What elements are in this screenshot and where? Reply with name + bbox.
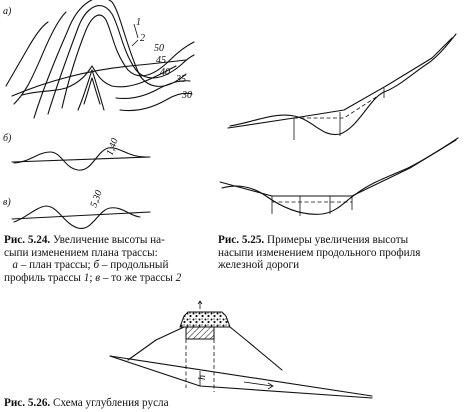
fig526-caption-title: Рис. 5.26. [4,397,51,409]
fig526-ballast-prism [179,311,231,328]
fig525-upper-dashed-line [294,91,385,119]
fig525-caption-line3: железной дороги [218,259,300,272]
fig526-top-arrowhead [197,300,203,305]
contour-line-35 [13,11,191,105]
contour-label-40: 40 [160,67,170,78]
fig524-caption-line4b: ; [89,271,96,284]
profile-c-ground-line [13,205,141,229]
hill-spur-contour [77,69,105,111]
route-2-leader [131,39,139,47]
fig524-caption-c-key: в [95,271,101,284]
fig524-caption-b-key: б [93,259,100,272]
contour-label-50: 50 [154,43,164,54]
fig526-culvert [185,326,215,340]
route-1-line [11,59,187,97]
fig524-caption-line1: Увеличение высоты на- [50,234,165,246]
fig524-caption-title: Рис. 5.24. [4,234,51,246]
route-1-leader [133,23,139,39]
fig524-caption: Рис. 5.24. Увеличение высоты на- сыпи из… [4,234,200,284]
profile-c-height-label: 5,30 [88,189,104,209]
profile-b-ground-line [13,147,149,171]
fig524-caption-c-text: – то же трассы [100,271,176,284]
fig525-profile-upper [227,33,457,140]
panel-a-label: а) [3,6,12,17]
fig524-caption-route1: 1 [83,271,90,284]
fig525-caption-title: Рис. 5.25. [218,234,265,246]
fig525-lower-grade-line [219,139,457,197]
route-2-label: 2 [140,33,145,44]
fig526-caption: Рис. 5.26. Схема углубления русла [4,397,304,410]
fig525-profile-lower [219,137,459,216]
fig526-flow-arrow [243,381,273,387]
fig526-depth-label: h [197,375,208,380]
hill-spur-contour-inner [83,77,101,105]
contour-label-35: 35 [175,74,186,85]
fig524-caption-line2: сыпи изменением плана трассы: [4,246,158,259]
contour-label-30: 30 [181,90,192,101]
contour-line-50 [61,14,195,109]
contour-label-45: 45 [156,55,166,66]
fig524-caption-a-text: – план трассы; [17,259,94,272]
fig526-caption-text: Схема углубления русла [50,397,169,409]
panel-b-label: б) [3,133,12,144]
fig524-caption-a-key: а [12,259,18,272]
profile-b-grade-line [11,156,151,163]
profile-b-height-label: 1,40 [104,137,120,157]
fig524-plan: а) 1 2 50 45 40 35 30 [3,0,195,119]
fig524-caption-line4a: профиль трассы [4,271,84,284]
fig525-caption: Рис. 5.25. Примеры увеличения высоты нас… [218,234,470,272]
panel-c-label: в) [3,197,11,208]
fig526-scheme: h [109,300,373,399]
fig525-upper-ground-line [229,33,457,136]
fig526-flow-arrowhead [267,382,274,390]
route-2-line [21,65,177,96]
contour-line-45 [47,5,195,115]
fig524-caption-b-text: – продольный [99,259,169,272]
contour-line-40 [33,0,187,119]
fig525-caption-line1: Примеры увеличения высоты [264,234,409,246]
fig525-caption-line2: насыпи изменением продольного профиля [218,246,421,259]
fig526-riverbed-original [109,355,373,397]
fig525-lower-ground-line [221,137,459,215]
fig524-profile-route-1: б) 1,40 [3,133,151,171]
route-1-label: 1 [136,17,141,28]
fig524-profile-route-2: в) 5,30 [3,189,151,229]
fig525-upper-grade-line [227,37,453,129]
fig524-caption-route2: 2 [175,271,182,284]
contour-line-30 [5,21,193,112]
profile-c-grade-line [11,211,151,220]
